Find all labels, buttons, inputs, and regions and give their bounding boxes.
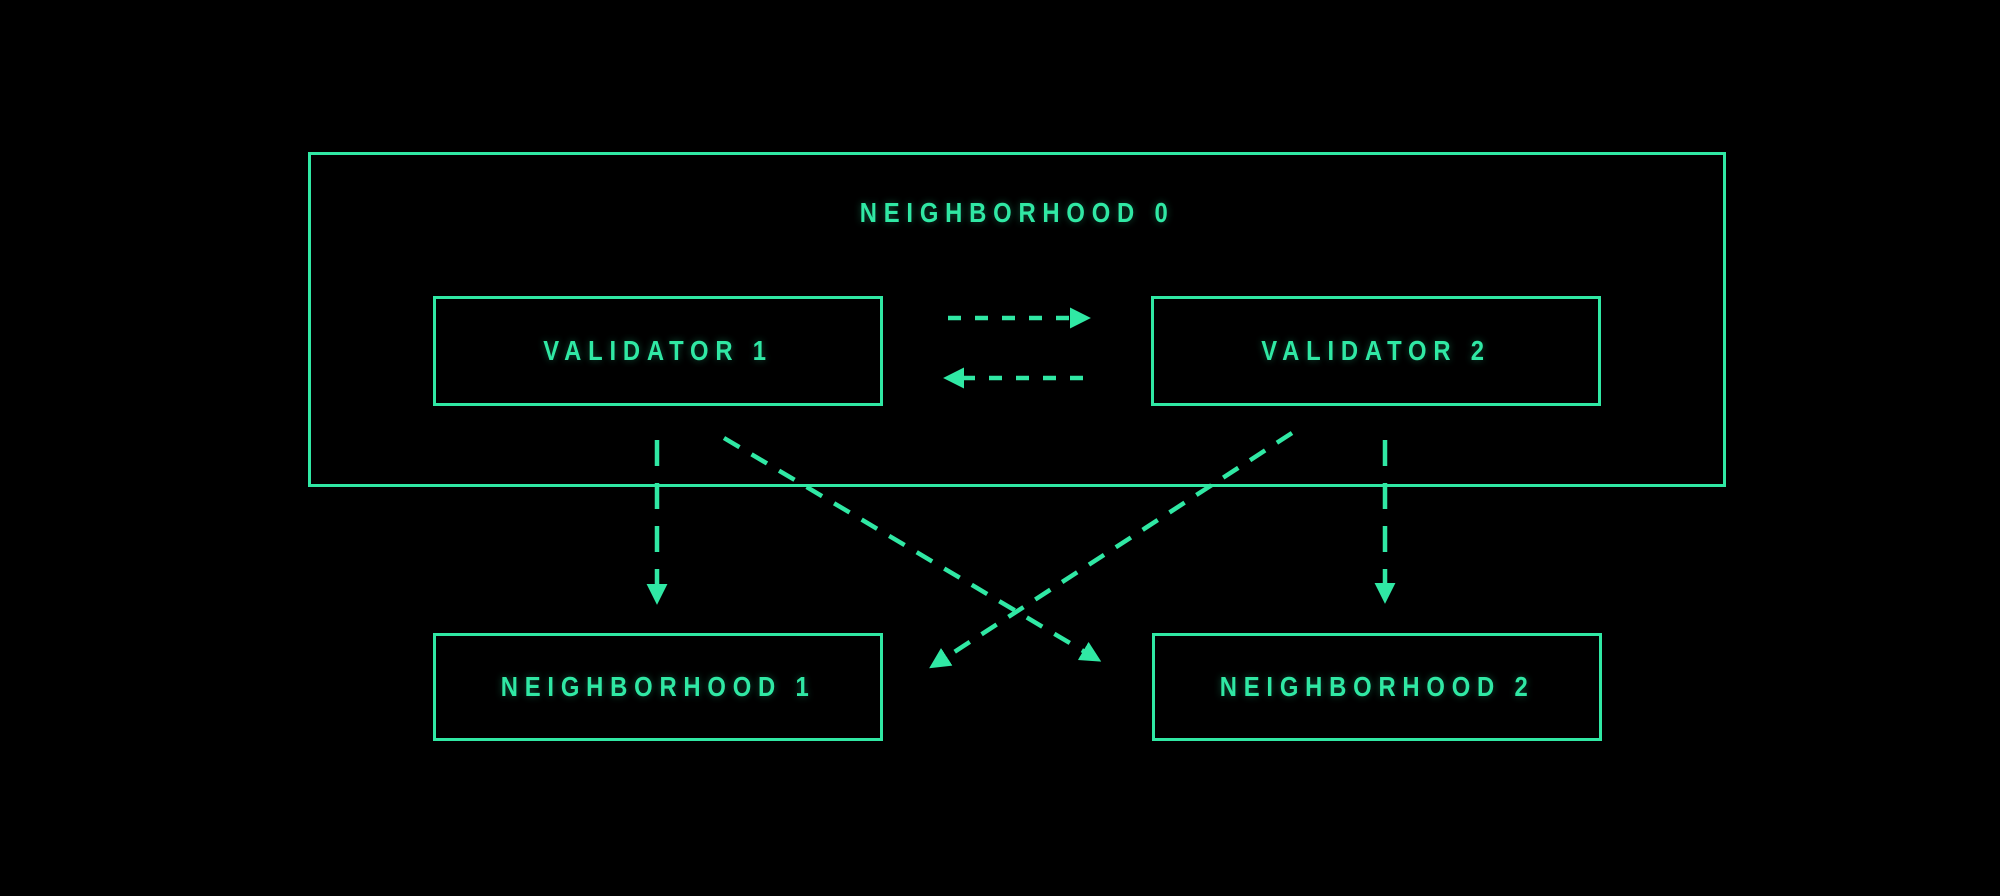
validator-2-box: VALIDATOR 2	[1151, 296, 1601, 406]
neighborhood-0-title-wrap: NEIGHBORHOOD 0	[308, 196, 1726, 230]
validator-1-box: VALIDATOR 1	[433, 296, 883, 406]
neighborhood-0-label: NEIGHBORHOOD 0	[859, 197, 1175, 228]
validator-2-label: VALIDATOR 2	[1261, 335, 1491, 366]
neighborhood-1-box: NEIGHBORHOOD 1	[433, 633, 883, 741]
neighborhood-1-label: NEIGHBORHOOD 1	[500, 671, 816, 702]
validator-1-label: VALIDATOR 1	[543, 335, 773, 366]
neighborhood-2-label: NEIGHBORHOOD 2	[1219, 671, 1535, 702]
neighborhood-2-box: NEIGHBORHOOD 2	[1152, 633, 1602, 741]
